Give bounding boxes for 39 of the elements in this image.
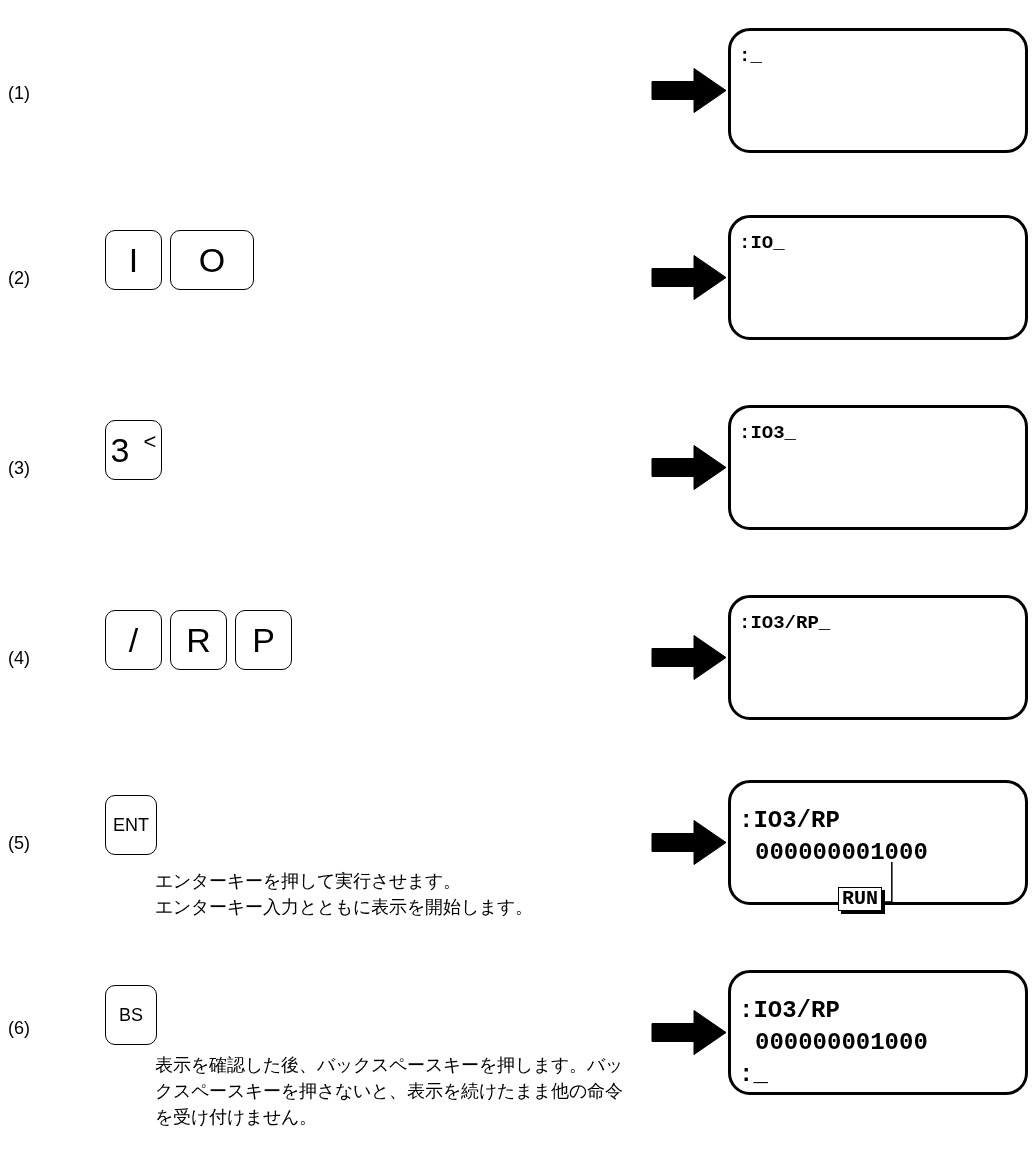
instruction-text: 表示を確認した後、バックスペースキーを押します。バックスペースキーを押さないと、表示を続けたまま他の命令を受け付けません。	[155, 1054, 624, 1129]
block-arrow	[651, 820, 727, 865]
display-screen	[728, 405, 1028, 530]
key-button: O	[170, 230, 254, 290]
step-number: (2)	[8, 267, 30, 290]
display-screen	[728, 970, 1028, 1095]
block-arrow	[651, 1010, 727, 1055]
display-screen	[728, 28, 1028, 153]
display-screen	[728, 595, 1028, 720]
step-number: (1)	[8, 82, 30, 105]
display-text: 000000001000	[755, 1028, 928, 1058]
key-button: P	[235, 610, 292, 670]
display-text: :IO_	[739, 232, 785, 254]
display-text: :IO3_	[739, 422, 796, 444]
step-number: (6)	[8, 1017, 30, 1040]
instruction-text: エンターキー入力とともに表示を開始します。	[155, 896, 533, 919]
step-number: (3)	[8, 457, 30, 480]
status-indicator: RUN	[838, 887, 882, 911]
block-arrow	[651, 635, 727, 680]
block-arrow	[651, 445, 727, 490]
key-button: /	[105, 610, 162, 670]
display-screen	[728, 215, 1028, 340]
display-text: :IO3/RP_	[739, 612, 831, 634]
display-text: :IO3/RP	[739, 996, 840, 1026]
key-button: 3 <	[105, 420, 162, 480]
step-number: (5)	[8, 832, 30, 855]
display-text: :IO3/RP	[739, 806, 840, 836]
display-text: 000000001000	[755, 838, 928, 868]
key-button: BS	[105, 985, 157, 1045]
instruction-text: エンターキーを押して実行させます。	[155, 870, 461, 893]
block-arrow	[651, 68, 727, 113]
display-text: :_	[739, 45, 762, 67]
block-arrow	[651, 255, 727, 300]
step-number: (4)	[8, 647, 30, 670]
key-button: ENT	[105, 795, 157, 855]
leader-line	[884, 861, 893, 903]
key-button: R	[170, 610, 227, 670]
key-button: I	[105, 230, 162, 290]
display-text: :_	[739, 1060, 768, 1090]
